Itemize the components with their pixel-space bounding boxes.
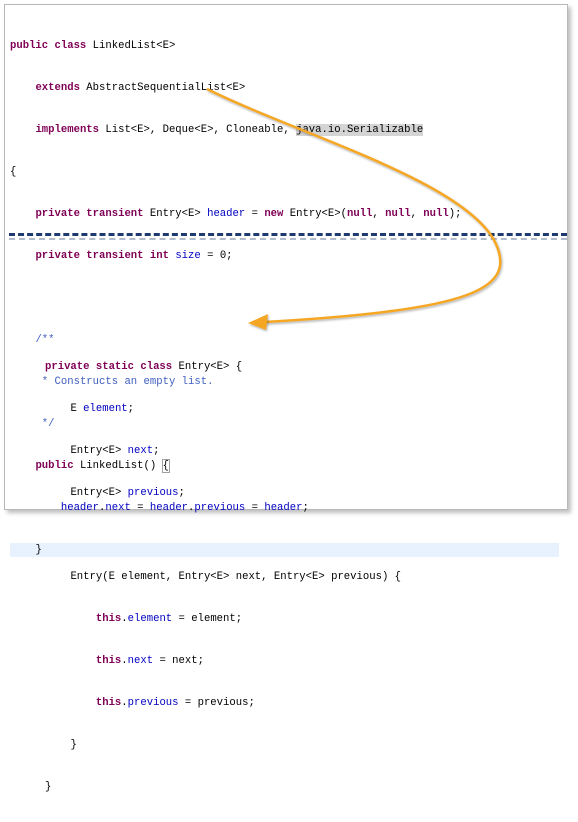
code-line-comment-text: * Constructs an empty list. xyxy=(35,376,214,388)
screenshot-frame: public class LinkedList<E> extends Abstr… xyxy=(4,4,568,793)
code-line-assign-previous: this.previous = previous; xyxy=(95,697,255,709)
section-divider xyxy=(9,233,567,236)
code-line-header-field: private transient Entry<E> header = new … xyxy=(35,208,462,220)
code-line-extends: extends AbstractSequentialList<E> xyxy=(35,82,246,94)
selected-text[interactable]: java.io.Serializable xyxy=(296,124,424,136)
code-line-constructor: public LinkedList() { xyxy=(35,459,171,473)
code-line-entry-decl: private static class Entry<E> { xyxy=(45,361,243,373)
section-divider-shadow xyxy=(9,238,567,240)
matching-brace: { xyxy=(161,459,171,473)
code-line-implements: implements List<E>, Deque<E>, Cloneable,… xyxy=(35,124,424,136)
code-line-element-field: E element; xyxy=(70,403,135,415)
code-line-open-brace: { xyxy=(10,166,17,178)
code-line-class-decl: public class LinkedList<E> xyxy=(10,40,176,52)
code-line-blank xyxy=(45,528,567,542)
code-line-inner-close: } xyxy=(70,739,77,751)
code-line-size-field: private transient int size = 0; xyxy=(35,250,233,262)
code-line-blank xyxy=(10,291,567,305)
code-line-previous-field: Entry<E> previous; xyxy=(70,487,185,499)
code-line-comment-close: */ xyxy=(35,418,55,430)
code-line-comment-open: /** xyxy=(35,334,55,346)
code-line-next-field: Entry<E> next; xyxy=(70,445,160,457)
code-line-entry-ctor: Entry(E element, Entry<E> next, Entry<E>… xyxy=(70,571,402,583)
code-line-outer-close: } xyxy=(45,781,52,793)
code-line-assign-element: this.element = element; xyxy=(95,613,243,625)
code-line-assign-next: this.next = next; xyxy=(95,655,204,667)
code-line-constructor-body: header.next = header.previous = header; xyxy=(60,502,309,514)
entry-source-bottom: private static class Entry<E> { E elemen… xyxy=(5,332,567,822)
